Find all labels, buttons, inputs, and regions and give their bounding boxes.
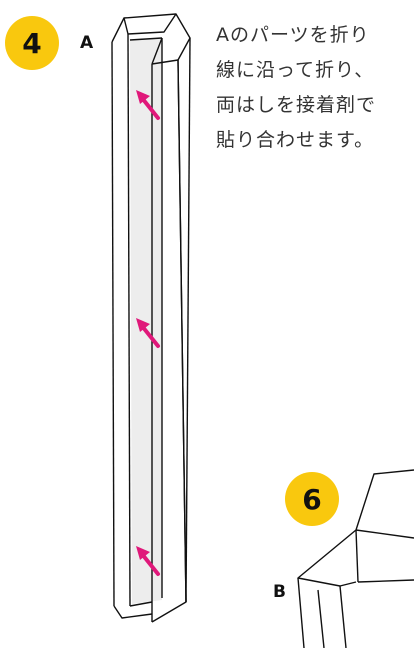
part-b-shape (297, 469, 414, 648)
part-a-column (111, 13, 191, 623)
part-label-b: B (273, 582, 286, 602)
fold-arrow-icon (136, 90, 160, 120)
part-label-a: A (80, 33, 94, 53)
step-number: 6 (302, 482, 322, 516)
fold-arrow-icon (136, 318, 160, 348)
instruction-text: Aのパーツを折り 線に沿って折り、 両はしを接着剤で 貼り合わせます。 (216, 18, 414, 158)
fold-arrows (136, 90, 160, 576)
step-number: 4 (22, 26, 42, 60)
step-number-badge: 4 (5, 16, 59, 70)
instruction-line: Aのパーツを折り (216, 24, 370, 46)
part-a-inner-panel (130, 38, 162, 604)
instruction-line: 両はしを接着剤で (216, 94, 377, 116)
step-number-badge: 6 (285, 472, 339, 526)
instruction-line: 貼り合わせます。 (216, 129, 375, 151)
fold-arrow-icon (136, 546, 160, 576)
instruction-line: 線に沿って折り、 (216, 59, 375, 81)
